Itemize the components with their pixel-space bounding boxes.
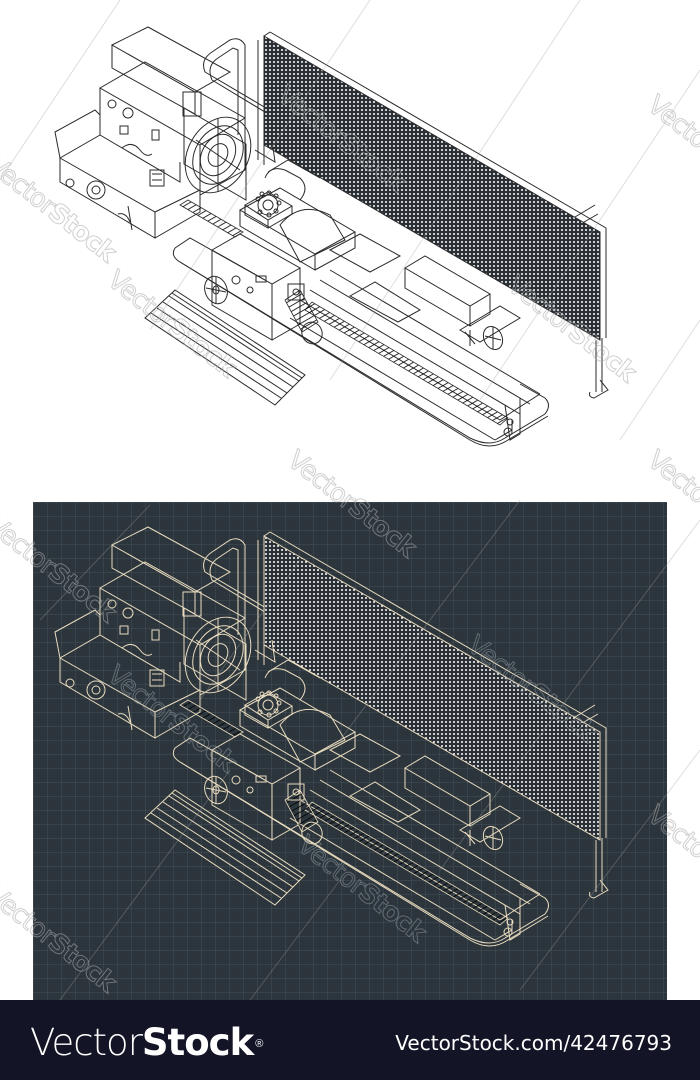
registered-mark: ® xyxy=(255,1038,264,1050)
artwork: .light .ln { fill: none; stroke: #2a2a2a… xyxy=(0,0,700,1000)
logo-text-thin: Vector xyxy=(30,1021,143,1064)
image-url: VectorStock.com/42476793 xyxy=(395,1031,672,1055)
dark-lathe-drawing xyxy=(54,526,609,947)
vectorstock-logo: VectorStock® xyxy=(30,1020,263,1064)
footer-bar: VectorStock® VectorStock.com/42476793 xyxy=(0,1000,700,1080)
logo-text-bold: Stock xyxy=(141,1021,254,1064)
lathe-drawings: .light .ln { fill: none; stroke: #2a2a2a… xyxy=(54,26,609,947)
light-lathe-drawing xyxy=(54,26,609,447)
